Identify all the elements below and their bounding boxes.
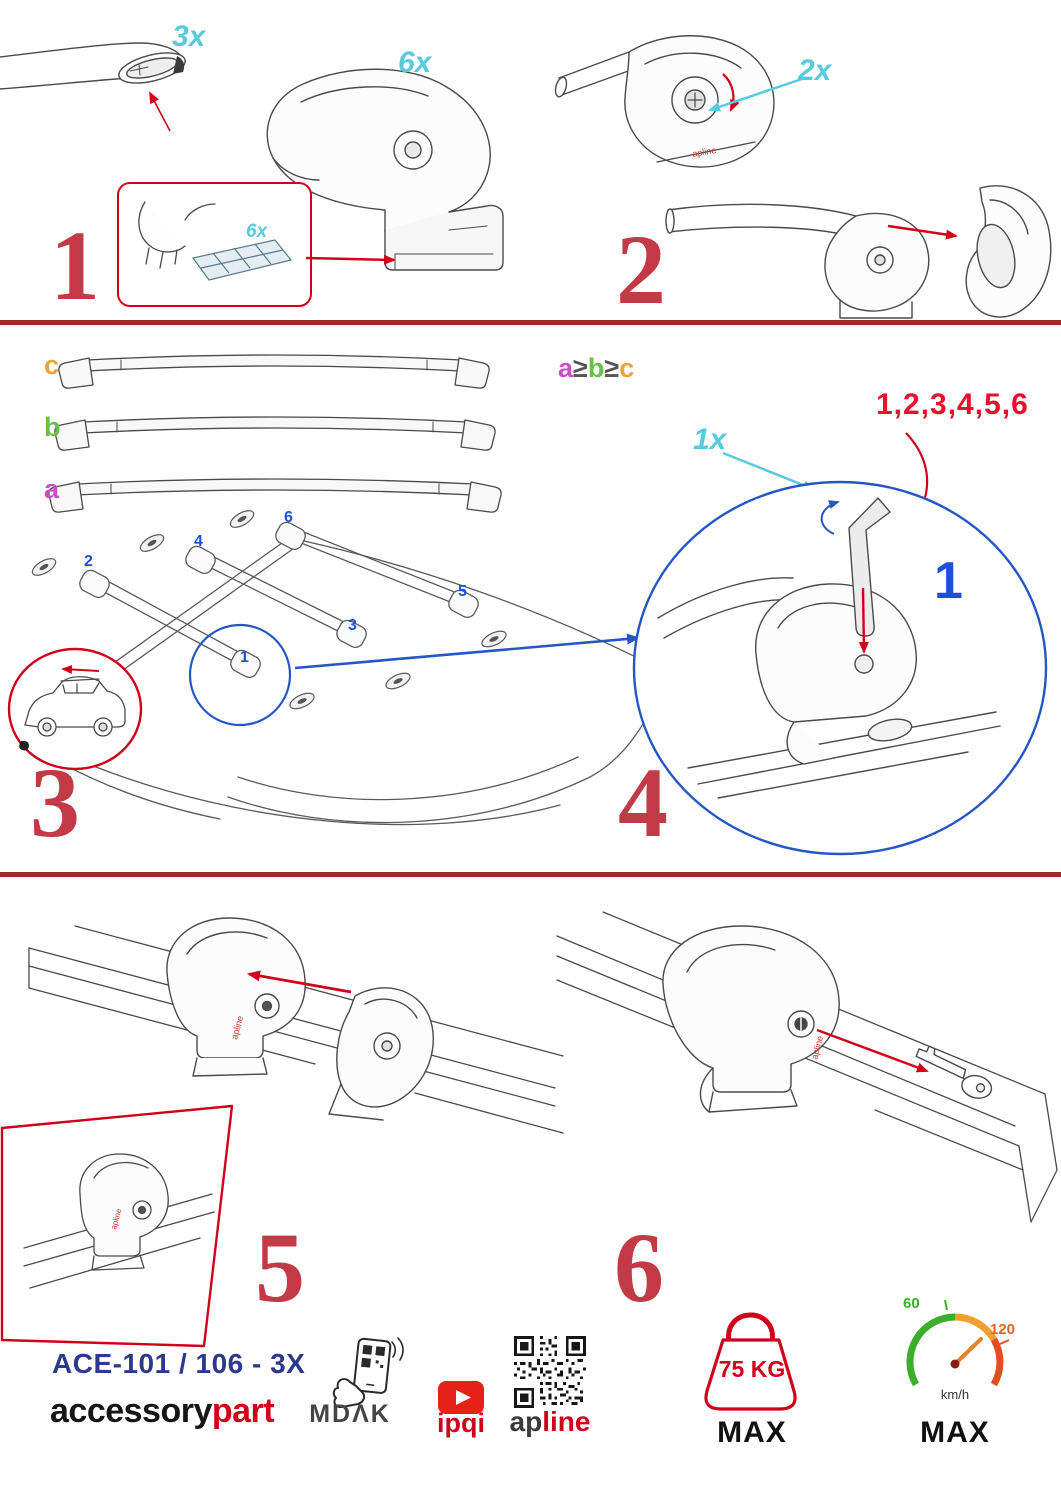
qr-code: [514, 1336, 586, 1408]
gauge-needle: [953, 1337, 983, 1366]
apline-mark: apline: [692, 145, 717, 159]
tightening-detail-drawing: [632, 480, 1048, 856]
brand-ipqi: ipqi: [437, 1408, 485, 1438]
max-weight-icon: [704, 1312, 797, 1411]
bar-cover-drawing: [665, 185, 1052, 319]
speedometer-icon: [906, 1299, 1010, 1387]
qty-crossbar-label: 3x: [172, 20, 206, 53]
hand-icon: [332, 1378, 366, 1408]
brand-mdak: MDΛK: [309, 1400, 391, 1428]
car-roof-drawing: [31, 510, 649, 826]
step-3-number: 3: [30, 747, 80, 858]
max-weight-label: MAX: [717, 1416, 787, 1449]
youtube-icon: [438, 1381, 484, 1414]
gauge-unit-label: km/h: [940, 1387, 970, 1402]
ineq-ge-1: ≥: [573, 353, 588, 383]
allen-key: [848, 497, 891, 637]
qty-2x-arrow: [708, 76, 806, 112]
brand-accessory: accessory: [50, 1392, 212, 1430]
section-divider-2: [0, 872, 1061, 877]
qty-foot-label: 6x: [398, 46, 432, 79]
crossbar-profile-drawing: [0, 42, 186, 132]
qty-pad-label: 6x: [246, 221, 268, 242]
ineq-a: a: [558, 353, 574, 383]
brand-accessorypart: accessorypart: [50, 1392, 275, 1430]
step-2-number: 2: [616, 214, 666, 325]
brand-ap: ap: [509, 1406, 543, 1437]
ineq-c: c: [619, 353, 635, 383]
locked-foot-inset: apline: [0, 1104, 234, 1348]
foot-mounting-drawing: apline: [28, 917, 564, 1134]
tightening-sequence: 1,2,3,4,5,6: [876, 388, 1029, 421]
qty-knob-label: 2x: [798, 54, 832, 87]
roof-position-3: 3: [348, 617, 357, 634]
ineq-b: b: [587, 353, 605, 383]
max-speed-label: MAX: [920, 1416, 990, 1449]
brand-part: part: [211, 1392, 275, 1430]
qty-tool-label: 1x: [693, 423, 727, 456]
foot-assembly-drawing: [266, 68, 504, 271]
ineq-ge-2: ≥: [604, 353, 620, 383]
section-divider-1: [0, 320, 1061, 325]
product-model: ACE-101 / 106 - 3X: [52, 1348, 306, 1379]
crossbar-stack-drawing: [48, 354, 502, 513]
roof-position-2: 2: [84, 553, 93, 570]
length-inequality: a≥b≥c: [558, 355, 634, 382]
rotate-arrow: [820, 500, 840, 535]
step-6-number: 6: [614, 1212, 664, 1323]
step-5-number: 5: [255, 1212, 305, 1323]
roof-position-5: 5: [458, 583, 467, 600]
car-inset-drawing: [7, 647, 143, 771]
lock-key-drawing: apline: [556, 911, 1058, 1223]
bar-label-b: b: [44, 412, 61, 442]
gauge-low-label: 60: [903, 1295, 920, 1312]
foot-knob-drawing: apline: [554, 35, 775, 168]
phone-scan-icon: [332, 1337, 404, 1408]
qty-tool-arrow: [722, 451, 815, 491]
roof-position-4: 4: [194, 533, 203, 550]
brand-line: line: [542, 1406, 591, 1437]
brand-apline: apline: [494, 1408, 606, 1436]
detail-callout-arrow: [294, 633, 640, 670]
detail-position-number: 1: [934, 552, 963, 610]
max-weight-value: 75 KG: [718, 1356, 786, 1382]
gauge-high-label: 120: [990, 1321, 1016, 1338]
rubber-pad-inset: [117, 182, 312, 307]
bar-label-a: a: [44, 474, 60, 504]
foot-1-highlight-circle: [188, 623, 292, 727]
roof-position-1: 1: [240, 649, 249, 666]
step-1-number: 1: [50, 210, 100, 321]
roof-position-6: 6: [284, 509, 293, 526]
key-drawing: [915, 1045, 993, 1099]
step-4-number: 4: [618, 747, 668, 858]
pad-to-foot-arrow: [305, 254, 396, 265]
bar-label-c: c: [44, 350, 60, 380]
